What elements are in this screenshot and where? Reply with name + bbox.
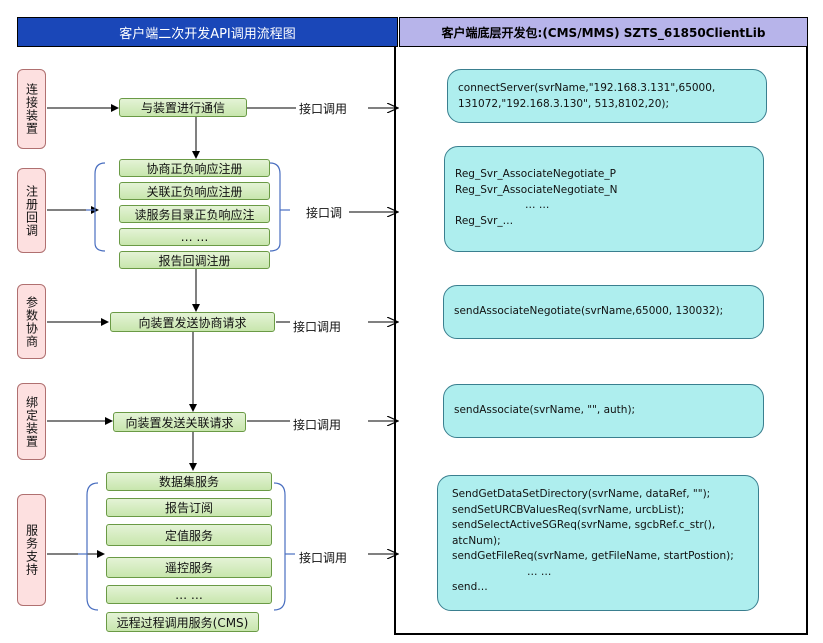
step-connect-device: 连接装置 [17,69,46,149]
library-panel [394,47,808,635]
step-register-callback: 注册回调 [17,168,46,253]
code-line: … … [527,565,552,578]
code-box-negotiate: sendAssociateNegotiate(svrName,65000, 13… [443,285,764,339]
code-line: Reg_Svr_… [455,214,514,227]
step-parameter-negotiation: 参数协商 [17,284,46,359]
process-connect: 与装置进行通信 [119,98,247,117]
interface-label-register: 接口调 [306,206,343,220]
code-line: send… [452,581,488,593]
service-dataset: 数据集服务 [106,472,272,491]
code-line: SendGetDataSetDirectory(svrName, dataRef… [452,488,711,500]
process-send-negotiate: 向装置发送协商请求 [110,312,275,332]
process-register-more: … … [119,228,270,246]
code-line: sendGetFileReq(svrName, getFileName, sta… [452,550,734,562]
service-remote-control: 遥控服务 [106,557,272,578]
code-line: … … [525,199,550,211]
flowchart-title: 客户端二次开发API调用流程图 [17,17,398,47]
code-line: sendSelectActiveSGReq(svrName, sgcbRef.c… [452,519,716,531]
service-more: … … [106,585,272,604]
code-line: sendSetURCBValuesReq(svrName, urcbList); [452,503,685,516]
process-register-report: 报告回调注册 [119,251,270,269]
code-line: Reg_Svr_AssociateNegotiate_N [455,183,618,196]
process-register-negotiate: 协商正负响应注册 [119,159,270,177]
process-register-associate: 关联正负响应注册 [119,182,270,200]
interface-label-connect: 接口调用 [299,102,348,116]
code-line: 131072,"192.168.3.130", 513,8102,20); [458,97,670,110]
code-line: Reg_Svr_AssociateNegotiate_P [455,168,616,180]
code-box-connect: connectServer(svrName,"192.168.3.131",65… [447,69,767,123]
interface-label-services: 接口调用 [299,551,348,565]
code-box-associate: sendAssociate(svrName, "", auth); [443,384,764,438]
service-report-subscribe: 报告订阅 [106,498,272,517]
service-rpc-cms: 远程过程调用服务(CMS) [106,612,259,632]
code-line: sendAssociate(svrName, "", auth); [454,404,636,416]
process-register-directory: 读服务目录正负响应注 [119,205,270,223]
service-setting: 定值服务 [106,524,272,546]
interface-label-negotiate: 接口调用 [293,320,342,334]
code-line: atcNum); [452,534,501,547]
code-line: connectServer(svrName,"192.168.3.131",65… [458,82,716,94]
interface-label-associate: 接口调用 [293,418,342,432]
step-service-support: 服务支持 [17,494,46,606]
library-title: 客户端底层开发包:(CMS/MMS) SZTS_61850ClientLib [399,17,808,47]
code-box-register: Reg_Svr_AssociateNegotiate_P Reg_Svr_Ass… [444,146,764,252]
code-box-services: SendGetDataSetDirectory(svrName, dataRef… [437,475,759,611]
step-bind-device: 绑定装置 [17,383,46,460]
process-send-associate: 向装置发送关联请求 [113,412,246,432]
code-line: sendAssociateNegotiate(svrName,65000, 13… [454,305,724,317]
